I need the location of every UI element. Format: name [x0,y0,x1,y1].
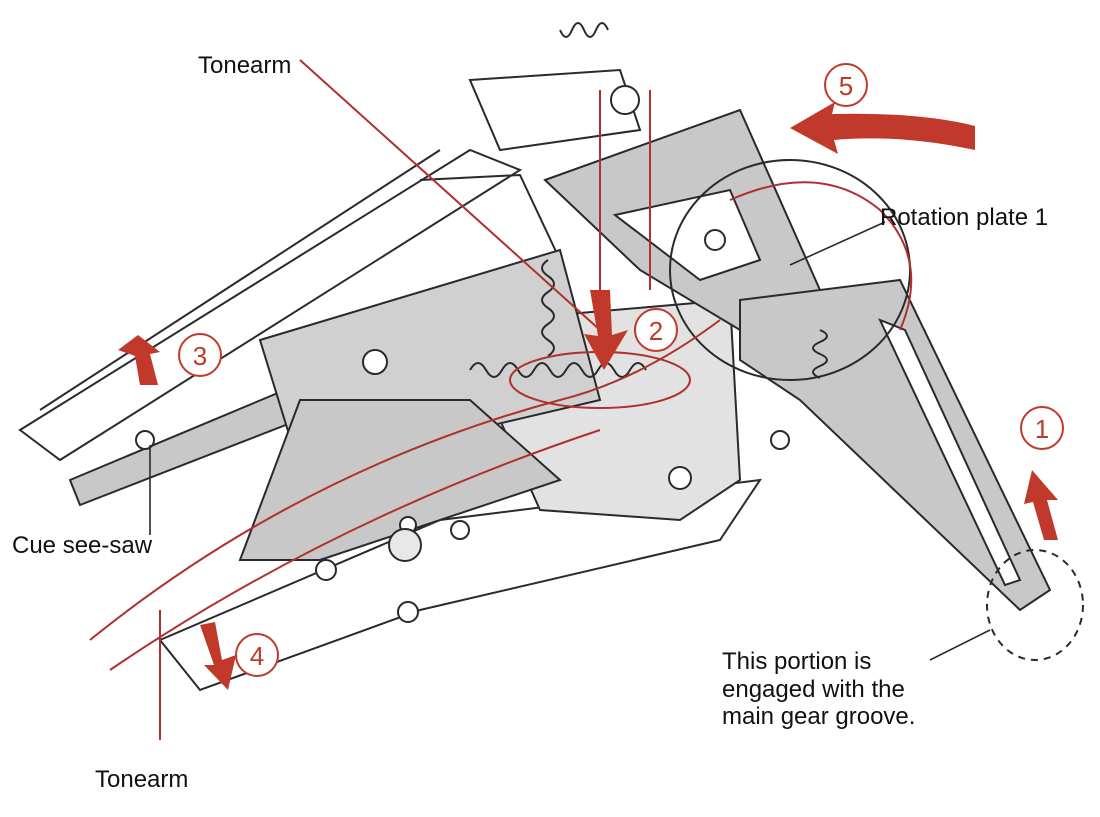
step-number-4: 4 [250,641,264,671]
step-marker-4 [235,633,279,677]
engage-highlight-circle [986,549,1084,661]
tonearm-trace [89,59,913,740]
engage-note-line-1: This portion is [722,648,872,675]
step-number-2: 2 [649,316,663,346]
engage-note-line-2: engaged with the [722,675,905,703]
engage-lever [739,278,1052,612]
side-wedge [238,399,562,561]
leader-lines [149,221,991,661]
step-number-1: 1 [1035,414,1049,444]
label-tonearm-top: Tonearm [198,52,292,79]
base-frame [18,68,642,462]
step-marker-2 [634,308,678,352]
screws [135,85,790,623]
arrow-step-5 [790,102,975,154]
arrow-step-2 [584,290,628,370]
step-marker-3 [178,333,222,377]
engage-lever-slot [878,318,1022,587]
coil-springs [469,22,828,379]
arrow-step-1 [1024,470,1058,540]
motion-arrows [118,102,1058,690]
engage-note: This portion is engaged with the main ge… [722,648,915,731]
step-marker-5 [824,63,868,107]
label-tonearm-bottom: Tonearm [95,766,189,793]
step-markers [178,63,1064,677]
step-marker-1 [1020,406,1064,450]
engage-note-line-3: main gear groove. [722,703,916,731]
arrow-step-4 [200,622,236,690]
step-number-3: 3 [193,341,207,371]
label-cue-see-saw: Cue see-saw [12,532,153,559]
label-rotation-plate: Rotation plate 1 [880,204,1049,231]
arrow-step-3 [118,335,160,385]
step-number-5: 5 [839,71,853,101]
step-numbers: 1 2 3 4 5 [193,71,1049,671]
